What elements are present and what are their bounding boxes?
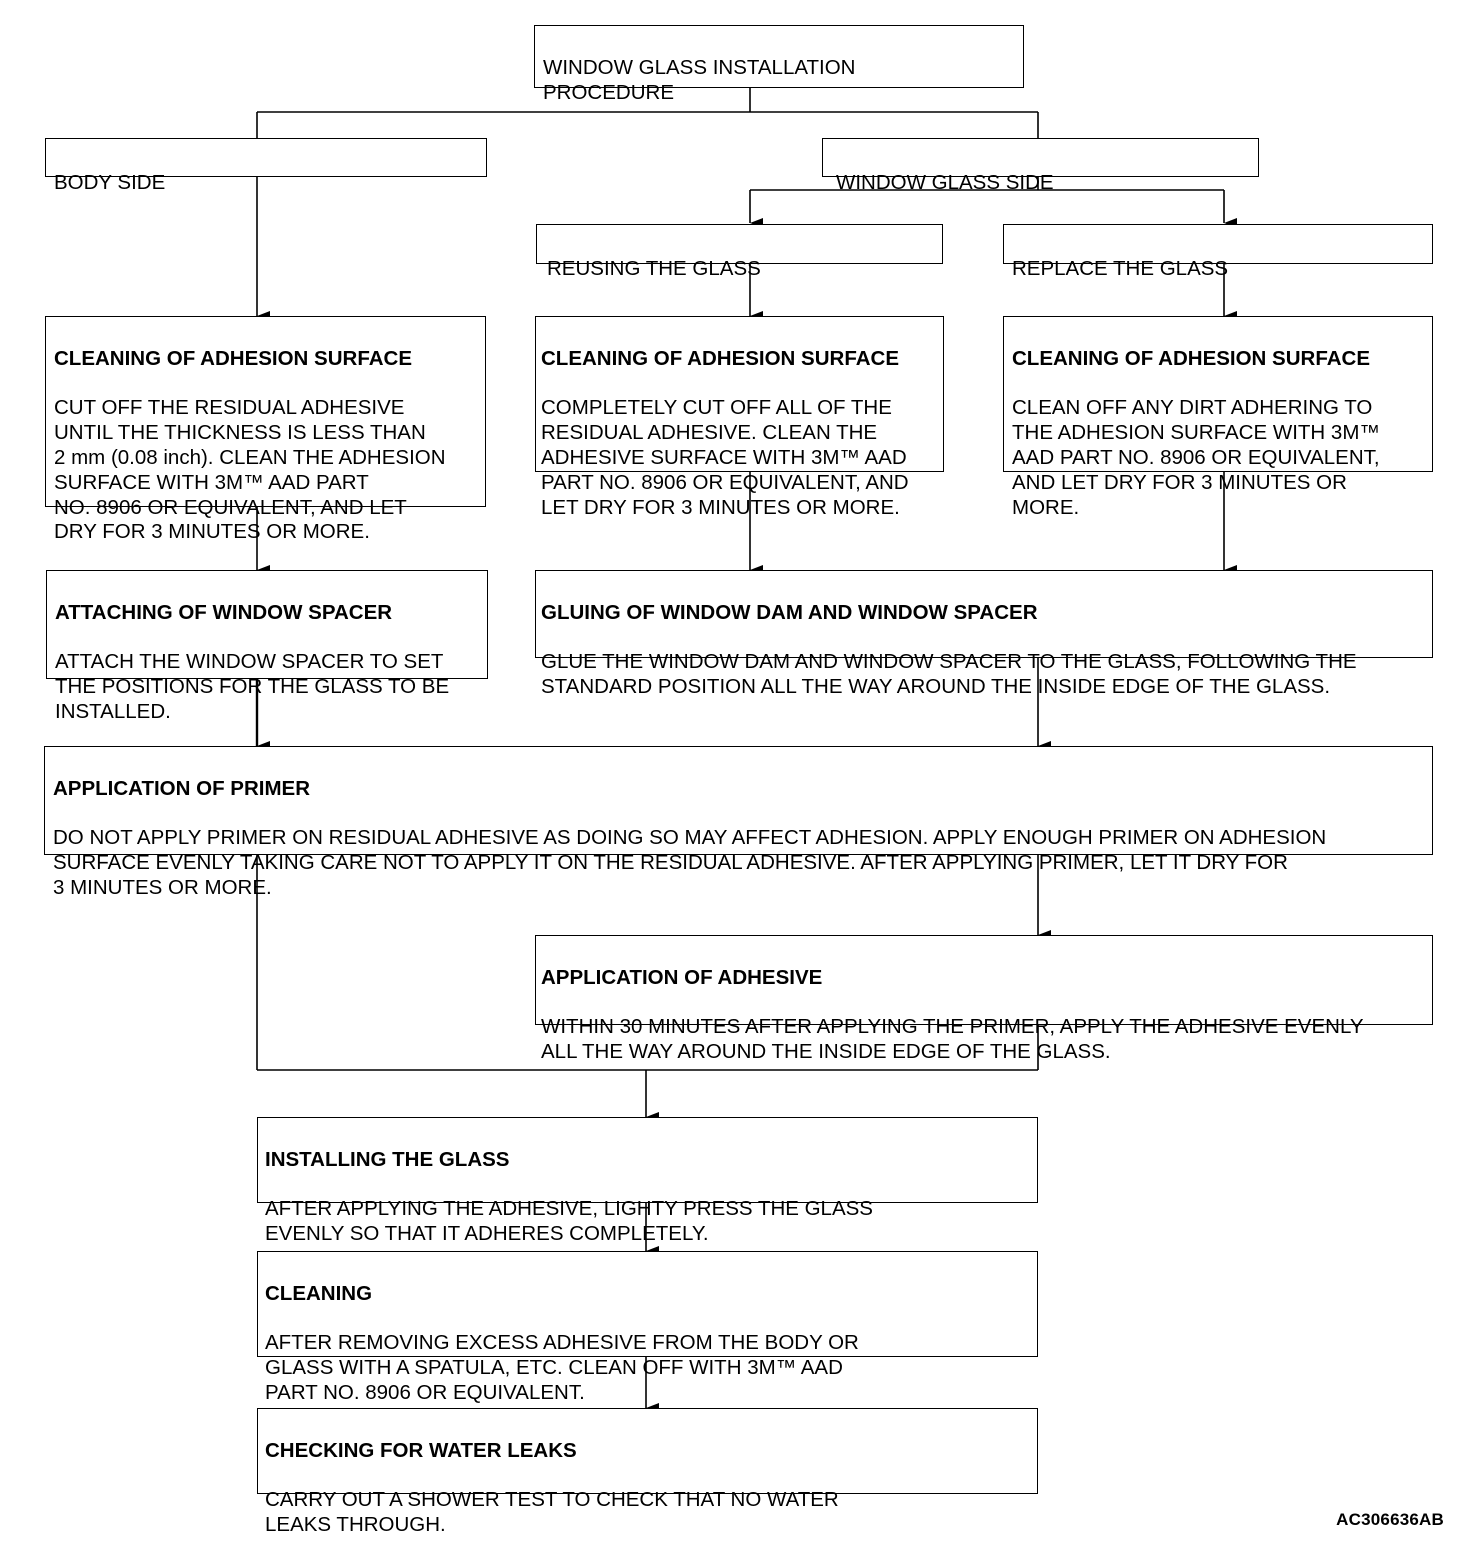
node-application-of-primer-title: APPLICATION OF PRIMER [53, 776, 311, 800]
node-checking-water-leaks: CHECKING FOR WATER LEAKS CARRY OUT A SHO… [257, 1408, 1038, 1536]
node-cleaning-replace-title: CLEANING OF ADHESION SURFACE [1012, 346, 1371, 370]
node-window-glass-side: WINDOW GLASS SIDE [822, 138, 1259, 194]
node-replace-the-glass-label: REPLACE THE GLASS [1012, 256, 1229, 280]
node-cleaning: CLEANING AFTER REMOVING EXCESS ADHESIVE … [257, 1251, 1038, 1404]
node-window-glass-side-label: WINDOW GLASS SIDE [836, 170, 1054, 194]
node-installing-the-glass-text: AFTER APPLYING THE ADHESIVE, LIGHTY PRES… [265, 1197, 873, 1246]
node-gluing-window-dam: GLUING OF WINDOW DAM AND WINDOW SPACER G… [535, 570, 1433, 698]
node-checking-water-leaks-title: CHECKING FOR WATER LEAKS [265, 1438, 577, 1462]
node-installing-the-glass: INSTALLING THE GLASS AFTER APPLYING THE … [257, 1117, 1038, 1245]
node-gluing-window-dam-text: GLUE THE WINDOW DAM AND WINDOW SPACER TO… [541, 650, 1357, 699]
node-reusing-the-glass-label: REUSING THE GLASS [547, 256, 761, 280]
node-application-of-primer-text: DO NOT APPLY PRIMER ON RESIDUAL ADHESIVE… [53, 826, 1327, 899]
node-application-of-adhesive-title: APPLICATION OF ADHESIVE [541, 965, 823, 989]
node-reusing-the-glass: REUSING THE GLASS [536, 224, 943, 280]
node-start-label: WINDOW GLASS INSTALLATION PROCEDURE [543, 55, 856, 104]
node-replace-the-glass: REPLACE THE GLASS [1003, 224, 1433, 280]
node-cleaning-body-side: CLEANING OF ADHESION SURFACE CUT OFF THE… [45, 316, 486, 543]
node-attaching-window-spacer-text: ATTACH THE WINDOW SPACER TO SET THE POSI… [55, 650, 450, 723]
node-start: WINDOW GLASS INSTALLATION PROCEDURE [534, 25, 1024, 104]
node-body-side-label: BODY SIDE [54, 170, 166, 194]
node-cleaning-body-side-title: CLEANING OF ADHESION SURFACE [54, 346, 413, 370]
node-cleaning-title: CLEANING [265, 1281, 373, 1305]
node-checking-water-leaks-text: CARRY OUT A SHOWER TEST TO CHECK THAT NO… [265, 1488, 839, 1537]
figure-id: AC306636AB [1336, 1510, 1444, 1529]
node-body-side: BODY SIDE [45, 138, 487, 194]
node-cleaning-body-side-text: CUT OFF THE RESIDUAL ADHESIVE UNTIL THE … [54, 396, 446, 544]
node-cleaning-text: AFTER REMOVING EXCESS ADHESIVE FROM THE … [265, 1331, 859, 1404]
node-cleaning-replace-text: CLEAN OFF ANY DIRT ADHERING TO THE ADHES… [1012, 396, 1380, 519]
node-cleaning-reuse-title: CLEANING OF ADHESION SURFACE [541, 346, 900, 370]
node-gluing-window-dam-title: GLUING OF WINDOW DAM AND WINDOW SPACER [541, 600, 1038, 624]
node-cleaning-replace: CLEANING OF ADHESION SURFACE CLEAN OFF A… [1003, 316, 1433, 519]
node-application-of-adhesive: APPLICATION OF ADHESIVE WITHIN 30 MINUTE… [535, 935, 1433, 1063]
node-attaching-window-spacer-title: ATTACHING OF WINDOW SPACER [55, 600, 393, 624]
node-application-of-adhesive-text: WITHIN 30 MINUTES AFTER APPLYING THE PRI… [541, 1015, 1364, 1064]
node-application-of-primer: APPLICATION OF PRIMER DO NOT APPLY PRIME… [44, 746, 1433, 899]
node-attaching-window-spacer: ATTACHING OF WINDOW SPACER ATTACH THE WI… [46, 570, 488, 723]
node-cleaning-reuse-text: COMPLETELY CUT OFF ALL OF THE RESIDUAL A… [541, 396, 909, 519]
node-cleaning-reuse: CLEANING OF ADHESION SURFACE COMPLETELY … [535, 316, 944, 519]
node-installing-the-glass-title: INSTALLING THE GLASS [265, 1147, 510, 1171]
